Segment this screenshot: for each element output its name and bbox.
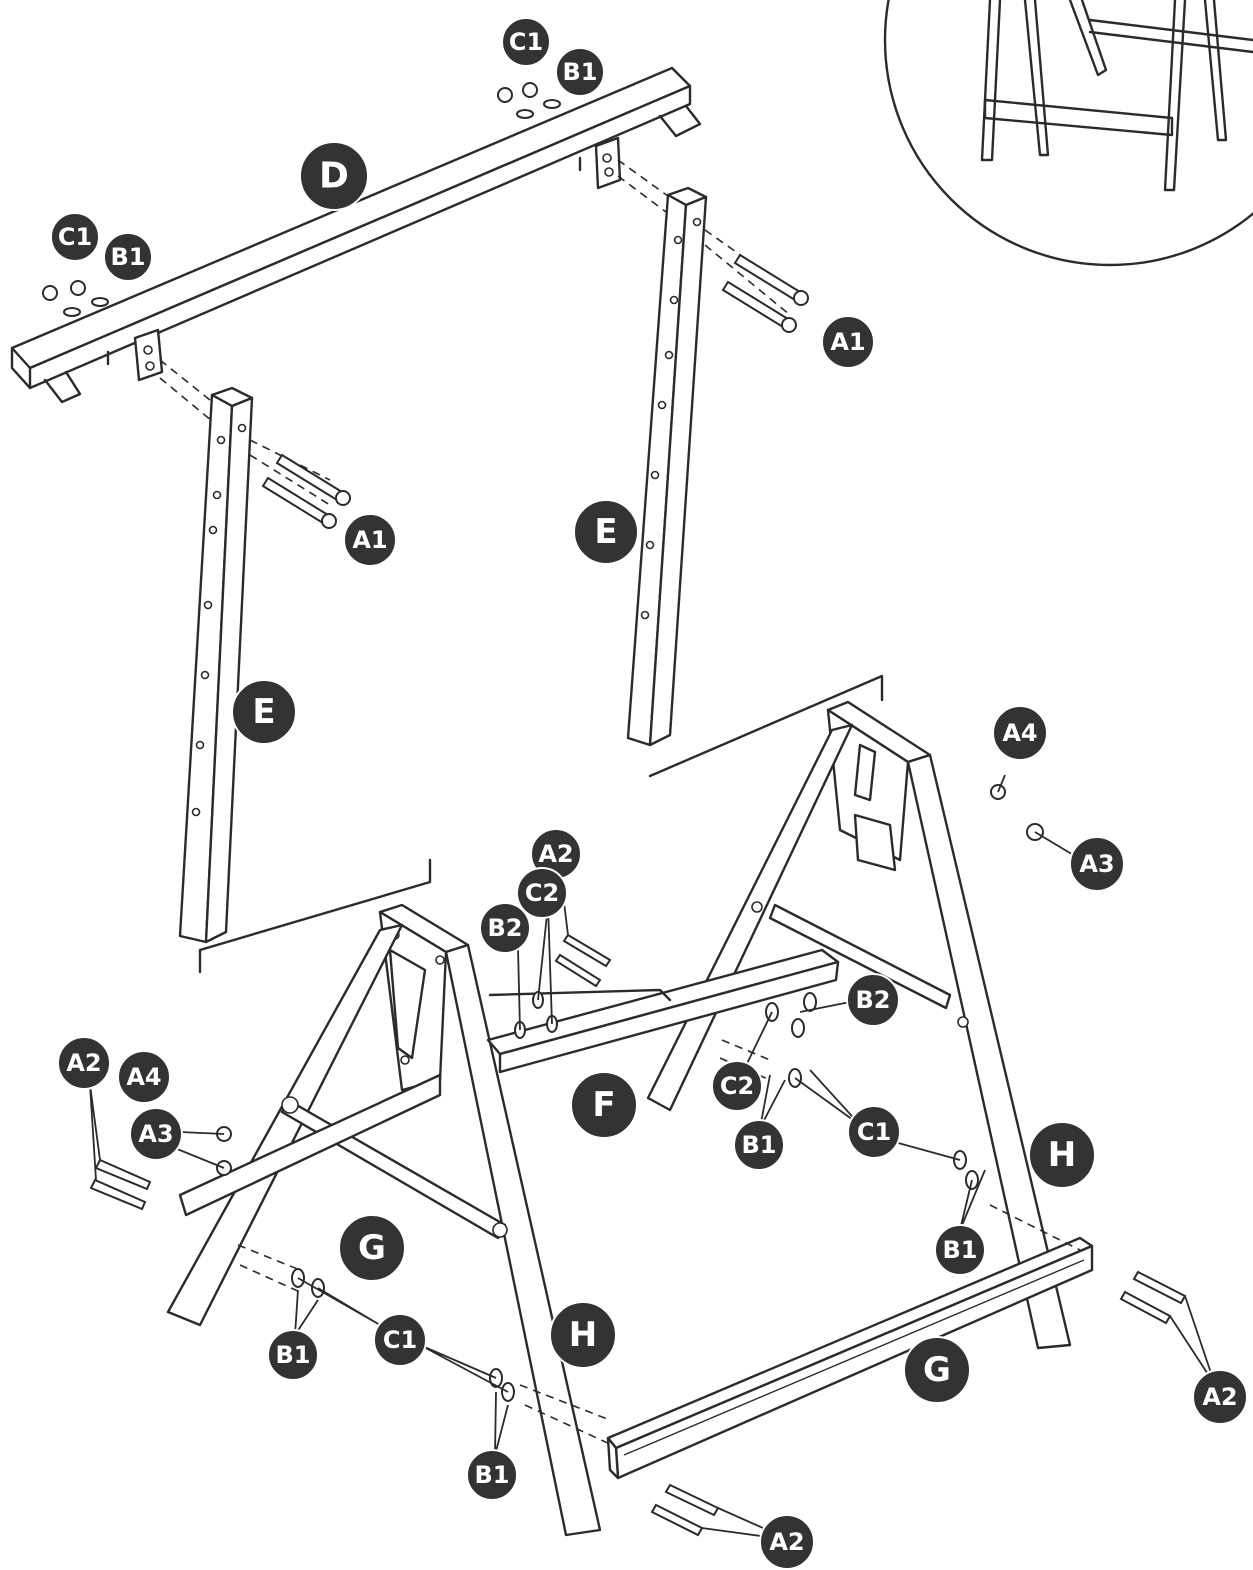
label-g-left: G [338, 1214, 406, 1282]
svg-text:G: G [358, 1228, 386, 1268]
label-a4-left: A4 [117, 1050, 171, 1104]
left-leg-e [178, 386, 254, 944]
svg-text:B1: B1 [563, 58, 598, 86]
label-b2-mid: B2 [479, 902, 531, 954]
svg-text:B2: B2 [856, 986, 891, 1014]
svg-text:E: E [594, 512, 617, 552]
label-b1-top-left: B1 [103, 232, 153, 282]
label-d: D [299, 141, 369, 211]
label-c2-mid: C2 [516, 867, 568, 919]
svg-text:C2: C2 [720, 1072, 754, 1100]
svg-text:A1: A1 [352, 526, 387, 554]
label-e-right: E [573, 499, 639, 565]
label-c1-top-right: C1 [501, 17, 551, 67]
inset-assembled-view [883, 0, 1253, 267]
label-f: F [570, 1071, 638, 1139]
label-a4-right: A4 [992, 705, 1048, 761]
label-b2-right: B2 [846, 973, 900, 1027]
svg-text:F: F [592, 1085, 615, 1125]
label-g-right: G [903, 1336, 971, 1404]
svg-text:A2: A2 [66, 1049, 101, 1077]
label-a2-right: A2 [1192, 1369, 1248, 1425]
svg-text:A3: A3 [1079, 850, 1114, 878]
svg-text:A4: A4 [126, 1063, 161, 1091]
svg-text:H: H [569, 1315, 597, 1355]
svg-text:A2: A2 [769, 1528, 804, 1556]
svg-text:C1: C1 [509, 28, 543, 56]
label-a3-left: A3 [129, 1107, 183, 1161]
bolts-a1 [261, 253, 809, 529]
svg-text:A2: A2 [1202, 1383, 1237, 1411]
label-a2-bottom: A2 [759, 1514, 815, 1570]
svg-text:H: H [1048, 1135, 1076, 1175]
label-h-right: H [1028, 1121, 1096, 1189]
label-b1-mid: B1 [733, 1119, 785, 1171]
label-a2-mid: A2 [530, 828, 582, 880]
svg-text:B1: B1 [276, 1341, 311, 1369]
label-b1-bottom: B1 [466, 1449, 518, 1501]
svg-text:A2: A2 [538, 840, 573, 868]
label-c2-right: C2 [711, 1060, 763, 1112]
svg-text:G: G [923, 1350, 951, 1390]
svg-text:A1: A1 [830, 328, 865, 356]
label-b1-right: B1 [934, 1224, 986, 1276]
top-beam-d [10, 66, 702, 404]
svg-text:A4: A4 [1002, 719, 1037, 747]
label-b1-bottom-left: B1 [267, 1329, 319, 1381]
nuts-washers-top [42, 82, 561, 317]
label-e-left: E [231, 679, 297, 745]
label-a2-left: A2 [57, 1036, 111, 1090]
svg-text:C1: C1 [58, 223, 92, 251]
svg-text:B1: B1 [111, 243, 146, 271]
hardware-parts [89, 784, 1187, 1537]
label-c1-top-left: C1 [50, 212, 100, 262]
base-outline [198, 674, 884, 974]
svg-text:D: D [319, 156, 349, 197]
right-a-frame-h [646, 700, 1072, 1350]
beam-f [486, 948, 840, 1074]
right-leg-e [626, 186, 708, 747]
svg-text:C2: C2 [525, 879, 559, 907]
svg-text:B1: B1 [742, 1131, 777, 1159]
svg-text:B1: B1 [475, 1461, 510, 1489]
label-c1-mid: C1 [847, 1105, 901, 1159]
svg-text:E: E [252, 692, 275, 732]
label-a1-left: A1 [343, 513, 397, 567]
svg-text:A3: A3 [138, 1120, 173, 1148]
label-c1-bottom-left: C1 [373, 1313, 427, 1367]
svg-text:B2: B2 [488, 914, 523, 942]
label-a1-right: A1 [821, 315, 875, 369]
svg-text:C1: C1 [857, 1118, 891, 1146]
svg-text:B1: B1 [943, 1236, 978, 1264]
label-a3-right: A3 [1069, 836, 1125, 892]
svg-text:C1: C1 [383, 1326, 417, 1354]
label-h-left: H [549, 1301, 617, 1369]
left-a-frame-h [166, 903, 602, 1537]
label-b1-top-right: B1 [555, 47, 605, 97]
beam-g [606, 1236, 1094, 1480]
